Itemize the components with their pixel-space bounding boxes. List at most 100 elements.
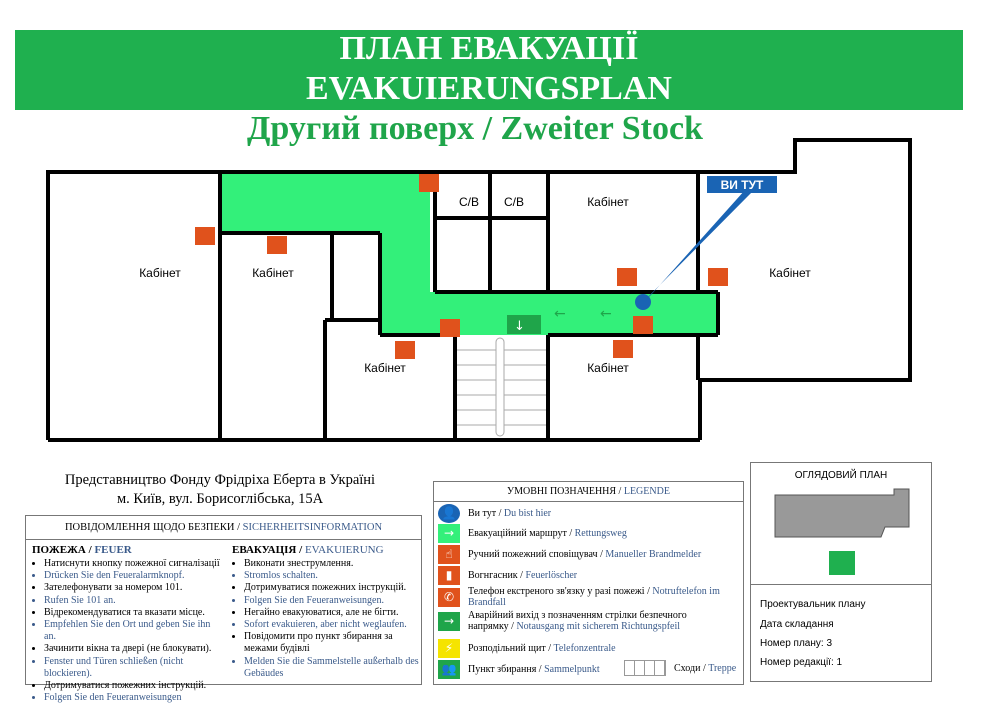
you-are-here-pointer <box>645 190 752 300</box>
safety-instruction: Stromlos schalten. <box>244 570 422 582</box>
safety-instruction: Зателефонувати за номером 101. <box>44 582 222 594</box>
plan-info: Проектувальник плану Дата складання Номе… <box>750 584 932 682</box>
legend-label-de: Telefonzentrale <box>553 643 616 654</box>
address-line: м. Київ, вул. Борисоглібська, 15А <box>116 491 324 507</box>
safety-instruction: Folgen Sie den Feueranweisungen <box>44 692 222 704</box>
legend-item: → Аварійний вихід з позначенням стрілки б… <box>438 610 728 632</box>
fire-extinguisher-icon: ▮ <box>438 566 460 585</box>
legend-label: Ви тут / <box>468 508 504 519</box>
legend-label: Ручний пожежний сповіщувач / <box>468 549 606 560</box>
stairs <box>457 337 546 437</box>
safety-instruction: Натиснути кнопку пожежної сигналізації <box>44 558 222 570</box>
safety-instruction: Empfehlen Sie den Ort und geben Sie ihn … <box>44 619 222 643</box>
revision-number: Номер редакції: 1 <box>760 657 843 668</box>
fire-title-de: FEUER <box>94 544 132 556</box>
you-are-here-icon: 👤 <box>438 504 460 523</box>
safety-instruction: Sofort evakuieren, aber nicht weglaufen. <box>244 619 422 631</box>
legend: УМОВНІ ПОЗНАЧЕННЯ / LEGENDE 👤 Ви тут / Du… <box>433 481 744 685</box>
safety-instruction: Melden Sie die Sammelstelle außerhalb de… <box>244 656 422 680</box>
legend-header: УМОВНІ ПОЗНАЧЕННЯ / <box>507 486 624 497</box>
legend-label-de: Notausgang mit sicherem Richtungspfeil <box>516 621 681 632</box>
legend-item: ✆ Телефон екстреного зв'язку у разі пожеж… <box>438 586 728 608</box>
overview-plan: ОГЛЯДОВИЙ ПЛАН <box>750 462 932 586</box>
legend-item: ☝Ручний пожежний сповіщувач / Manueller … <box>438 545 701 564</box>
legend-label-de: Feuerlöscher <box>525 570 578 581</box>
legend-label: Евакуаційний маршрут / <box>468 528 575 539</box>
plan-number: Номер плану: 3 <box>760 638 833 649</box>
address-line: Представництво Фонду Фрідріха Еберта в У… <box>64 472 376 488</box>
room-label: Кабінет <box>139 266 181 280</box>
evacuation-route <box>220 173 718 335</box>
evac-title-de: EVAKUIERUNG <box>304 544 384 556</box>
fire-title: ПОЖЕЖА / <box>32 544 95 556</box>
legend-stairs: Сходи / Treppe <box>624 660 736 676</box>
svg-text:↓: ↓ <box>514 319 525 334</box>
safety-instruction: Fenster und Türen schließen (nicht block… <box>44 656 222 680</box>
legend-label: Розподільний щит / <box>468 643 554 654</box>
legend-label: Аварійний вихід з позначенням стрілки бе… <box>468 610 687 632</box>
room-label: Кабінет <box>769 266 811 280</box>
safety-header: ПОВІДОМЛЕННЯ ЩОДО БЕЗПЕКИ / <box>64 522 243 533</box>
designer-label: Проектувальник плану <box>760 599 866 610</box>
assembly-point-icon: 👥 <box>438 660 460 679</box>
you-are-here-label: ВИ ТУТ <box>721 178 764 192</box>
legend-label-de: Du bist hier <box>503 508 552 519</box>
room-label: Кабінет <box>587 195 629 209</box>
stairs-icon <box>624 660 666 676</box>
legend-item: 👤 Ви тут / Du bist hier <box>438 504 551 523</box>
svg-text:←: ← <box>600 306 612 322</box>
legend-item: ⚡ Розподільний щит / Telefonzentrale <box>438 639 616 658</box>
assembly-point-icon <box>829 551 855 575</box>
title-de: EVAKUIERUNGSPLAN <box>306 70 672 107</box>
room-label: Кабінет <box>364 361 406 375</box>
safety-instruction: Drücken Sie den Feueralarmknopf. <box>44 570 222 582</box>
safety-instruction: Відрекомендуватися та вказати місце. <box>44 607 222 619</box>
fire-phone-icon: ✆ <box>438 587 460 607</box>
legend-label: Сходи / <box>674 662 709 674</box>
room-label: Кабінет <box>252 266 294 280</box>
legend-label: Телефон екстреного зв'язку у разі пожежі… <box>468 586 653 597</box>
title-uk: ПЛАН ЕВАКУАЦІЇ <box>339 30 639 67</box>
safety-info: ПОВІДОМЛЕННЯ ЩОДО БЕЗПЕКИ / SICHERHEITSI… <box>25 515 422 703</box>
safety-instruction: Негайно евакуюватися, але не бігти. <box>244 607 422 619</box>
fire-extinguisher-icons <box>195 174 728 359</box>
legend-label-de: Sammelpunkt <box>544 664 600 675</box>
legend-label: Пункт збирання / <box>468 664 545 675</box>
route-arrows: ←← <box>554 306 612 322</box>
legend-item: 👥 Пункт збирання / Sammelpunkt <box>438 660 600 679</box>
safety-instruction: Folgen Sie den Feueranweisungen. <box>244 595 422 607</box>
fire-alarm-icon: ☝ <box>438 545 460 564</box>
fire-column: ПОЖЕЖА / FEUER Натиснути кнопку пожежної… <box>32 544 222 704</box>
legend-item: ▮ Вогнгасник / Feuerlöscher <box>438 566 577 585</box>
safety-instruction: Виконати знеструмлення. <box>244 558 422 570</box>
safety-instruction: Зачинити вікна та двері (не блокувати). <box>44 643 222 655</box>
emergency-exit-icon: → <box>438 611 460 631</box>
overview-title: ОГЛЯДОВИЙ ПЛАН <box>794 470 888 481</box>
room-label: Кабінет <box>587 361 629 375</box>
building-outline <box>774 488 910 575</box>
evac-title: ЕВАКУАЦІЯ / <box>232 544 305 556</box>
legend-label-de: Treppe <box>708 662 737 674</box>
title-banner: ПЛАН ЕВАКУАЦІЇ EVAKUIERUNGSPLAN <box>15 30 963 110</box>
wc-label: С/В <box>459 195 479 209</box>
legend-label: Вогнгасник / <box>468 570 526 581</box>
safety-instruction: Дотримуватися пожежних інструкцій. <box>44 680 222 692</box>
safety-header-de: SICHERHEITSINFORMATION <box>242 522 383 533</box>
emergency-exit-icon: ↓ <box>507 315 541 334</box>
walls <box>46 138 912 442</box>
evac-column: ЕВАКУАЦІЯ / EVAKUIERUNG Виконати знестру… <box>232 544 422 680</box>
safety-instruction: Повідомити про пункт збирання за межами … <box>244 631 422 655</box>
floor-plan: Кабінет Кабінет Кабінет Кабінет Кабінет … <box>46 138 912 442</box>
wc-label: С/В <box>504 195 524 209</box>
legend-item: →Евакуаційний маршрут / Rettungsweg <box>438 524 627 543</box>
electrical-panel-icon: ⚡ <box>438 639 460 658</box>
safety-instruction: Дотримуватися пожежних інструкцій. <box>244 582 422 594</box>
svg-text:←: ← <box>554 306 566 322</box>
address: Представництво Фонду Фрідріха Еберта в У… <box>40 471 400 509</box>
legend-header-de: LEGENDE <box>623 486 670 497</box>
you-are-here-icon <box>635 294 651 310</box>
you-are-here-badge <box>707 176 777 193</box>
legend-label-de: Rettungsweg <box>574 528 627 539</box>
safety-instruction: Rufen Sie 101 an. <box>44 595 222 607</box>
date-label: Дата складання <box>760 619 834 630</box>
